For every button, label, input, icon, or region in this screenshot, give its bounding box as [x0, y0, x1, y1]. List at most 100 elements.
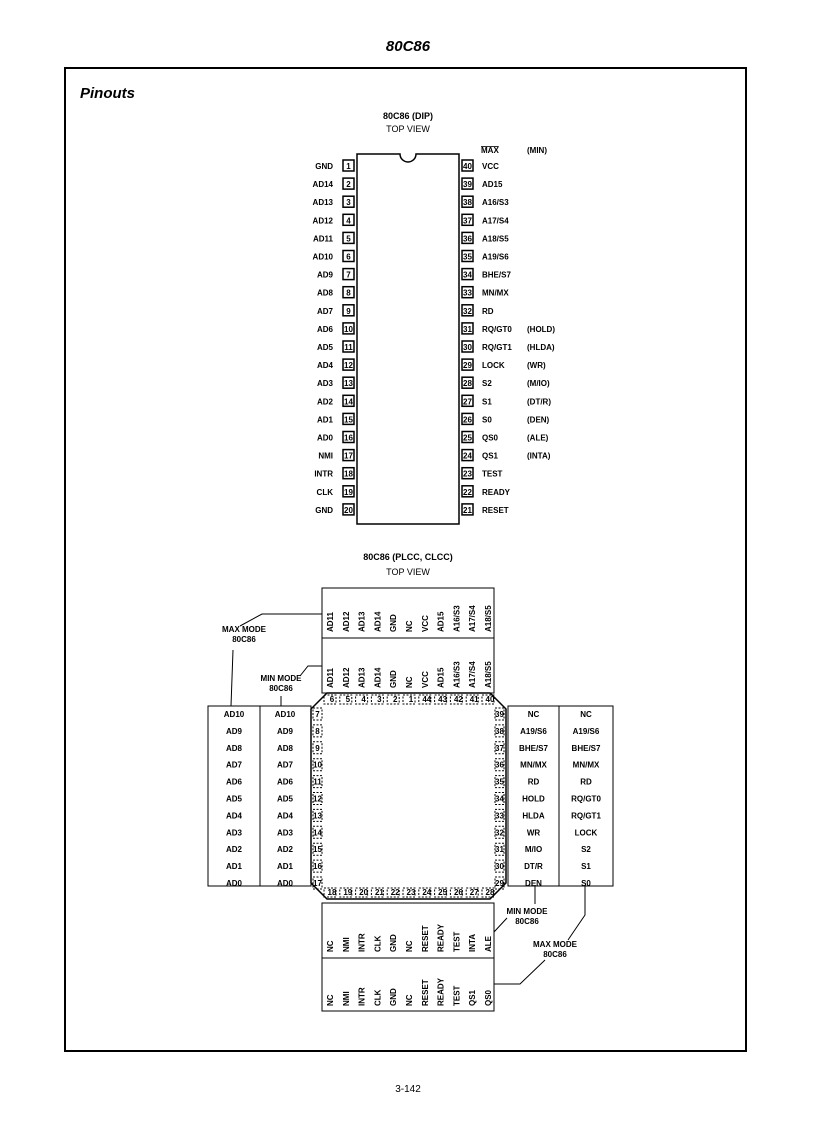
plcc-right-max-label: BHE/S7: [572, 744, 601, 753]
plcc-pin-number: 26: [454, 888, 463, 897]
plcc-right-max-label: RQ/GT0: [571, 795, 601, 804]
leader-bottom-min: [493, 886, 536, 933]
dip-pin-box: [342, 285, 355, 299]
plcc-subtitle: TOP VIEW: [386, 567, 430, 577]
plcc-pin-box: [494, 741, 505, 755]
plcc-right-min-label: BHE/S7: [519, 744, 548, 753]
plcc-pin-box: [312, 775, 323, 789]
plcc-right-min-label: HOLD: [522, 795, 545, 804]
dip-pin-number: 4: [346, 216, 351, 225]
plcc-pin-number: 24: [422, 888, 431, 897]
dip-pin-number: 40: [463, 162, 472, 171]
plcc-left-max-label: AD2: [226, 845, 243, 854]
dip-pin-box: [461, 304, 474, 317]
dip-pin-box: [342, 159, 355, 172]
content-frame: [64, 67, 747, 1052]
plcc-left-max-label: AD1: [226, 862, 243, 871]
plcc-bottom-min-label: RESET: [421, 925, 430, 952]
plcc-title: 80C86 (PLCC, CLCC): [363, 552, 453, 562]
plcc-pin-box: [312, 825, 323, 839]
plcc-top-max-label: AD13: [358, 611, 367, 632]
plcc-pin-number: 23: [407, 888, 416, 897]
plcc-pin-number: 41: [470, 695, 479, 704]
plcc-right-min-label: WR: [527, 828, 541, 837]
plcc-right-max-label: LOCK: [575, 828, 598, 837]
dip-min-mode-label: (ALE): [527, 434, 549, 443]
dip-pin-number: 11: [344, 343, 353, 352]
plcc-top-max-label: A16/S3: [452, 605, 461, 632]
plcc-pin-box: [494, 876, 505, 890]
dip-pin-label: NMI: [318, 452, 333, 461]
plcc-pin-number: 8: [315, 727, 320, 736]
plcc-bottom-min-label: TEST: [452, 931, 461, 952]
callout-top-min-mode: MIN MODE: [261, 674, 303, 683]
plcc-pin-box: [494, 775, 505, 789]
dip-pin-number: 31: [463, 325, 472, 334]
dip-pin-label: RD: [482, 307, 494, 316]
plcc-right-max-label: MN/MX: [573, 761, 600, 770]
plcc-pin-number: 30: [495, 862, 504, 871]
dip-pin-number: 27: [463, 397, 472, 406]
plcc-left-min-label: AD3: [277, 828, 294, 837]
dip-pin-number: 21: [463, 506, 472, 515]
plcc-right-min-label: RD: [528, 778, 540, 787]
plcc-pin-box: [312, 876, 323, 890]
plcc-pin-number: 40: [486, 695, 495, 704]
dip-pin-number: 8: [346, 289, 351, 298]
dip-pin-box: [461, 448, 474, 462]
plcc-pin-box: [494, 724, 505, 738]
leader-top-max: [230, 613, 322, 707]
dip-pin-box: [461, 376, 474, 389]
plcc-right-max-label: RD: [580, 778, 592, 787]
dip-pin-number: 18: [344, 470, 353, 479]
dip-pin-number: 7: [346, 271, 351, 280]
plcc-top-min-label: VCC: [421, 671, 430, 688]
dip-pin-number: 22: [463, 488, 472, 497]
plcc-pin-number: 28: [486, 888, 495, 897]
plcc-top-max-label: GND: [389, 614, 398, 632]
dip-left-pins: 1GND2AD143AD134AD125AD116AD107AD98AD89AD…: [313, 159, 355, 516]
plcc-pin-box: [494, 859, 505, 873]
dip-pin-label: S0: [482, 415, 492, 424]
dip-pin-number: 20: [344, 506, 353, 515]
plcc-top-min-label: AD12: [342, 667, 351, 688]
leader-bottom-max: [494, 886, 586, 985]
plcc-pin-box: [494, 842, 505, 856]
dip-package-body: [356, 153, 460, 525]
dip-pin-label: AD3: [317, 379, 334, 388]
plcc-pin-number: 34: [495, 795, 504, 804]
plcc-bottom-min-label: NC: [405, 940, 414, 952]
plcc-pin-number: 36: [495, 761, 504, 770]
dip-min-mode-label: (DT/R): [527, 397, 551, 406]
dip-pin-box: [461, 267, 474, 281]
plcc-pin-number: 20: [359, 888, 368, 897]
plcc-left-max-label: AD4: [226, 811, 243, 820]
plcc-package-body: [310, 692, 507, 900]
dip-pin-label: VCC: [482, 162, 499, 171]
dip-pin-number: 15: [344, 415, 353, 424]
plcc-pin-number: 27: [470, 888, 479, 897]
plcc-bottom-max-label: QS0: [484, 989, 493, 1006]
plcc-top-min-label: AD14: [373, 667, 382, 688]
plcc-top-max-label: A18/S5: [484, 605, 493, 632]
dip-pin-box: [461, 285, 474, 299]
plcc-left-max-label: AD3: [226, 828, 243, 837]
dip-pin-label: READY: [482, 488, 511, 497]
plcc-pin-number: 42: [454, 695, 463, 704]
dip-pin-number: 16: [344, 434, 353, 443]
dip-pin-box: [461, 358, 474, 371]
dip-pin-box: [342, 503, 355, 516]
dip-pin-number: 38: [463, 198, 472, 207]
plcc-pin-number: 21: [375, 888, 384, 897]
dip-pin-label: AD9: [317, 271, 334, 280]
page-header-title: 80C86: [385, 38, 431, 55]
dip-pin-label: S2: [482, 379, 492, 388]
plcc-pin-number: 37: [495, 744, 504, 753]
dip-pin-box: [342, 322, 355, 335]
plcc-pin-number: 7: [315, 710, 320, 719]
plcc-left-min-box: [259, 705, 312, 887]
dip-pin-box: [461, 322, 474, 335]
dip-title: 80C86 (DIP): [383, 111, 433, 121]
